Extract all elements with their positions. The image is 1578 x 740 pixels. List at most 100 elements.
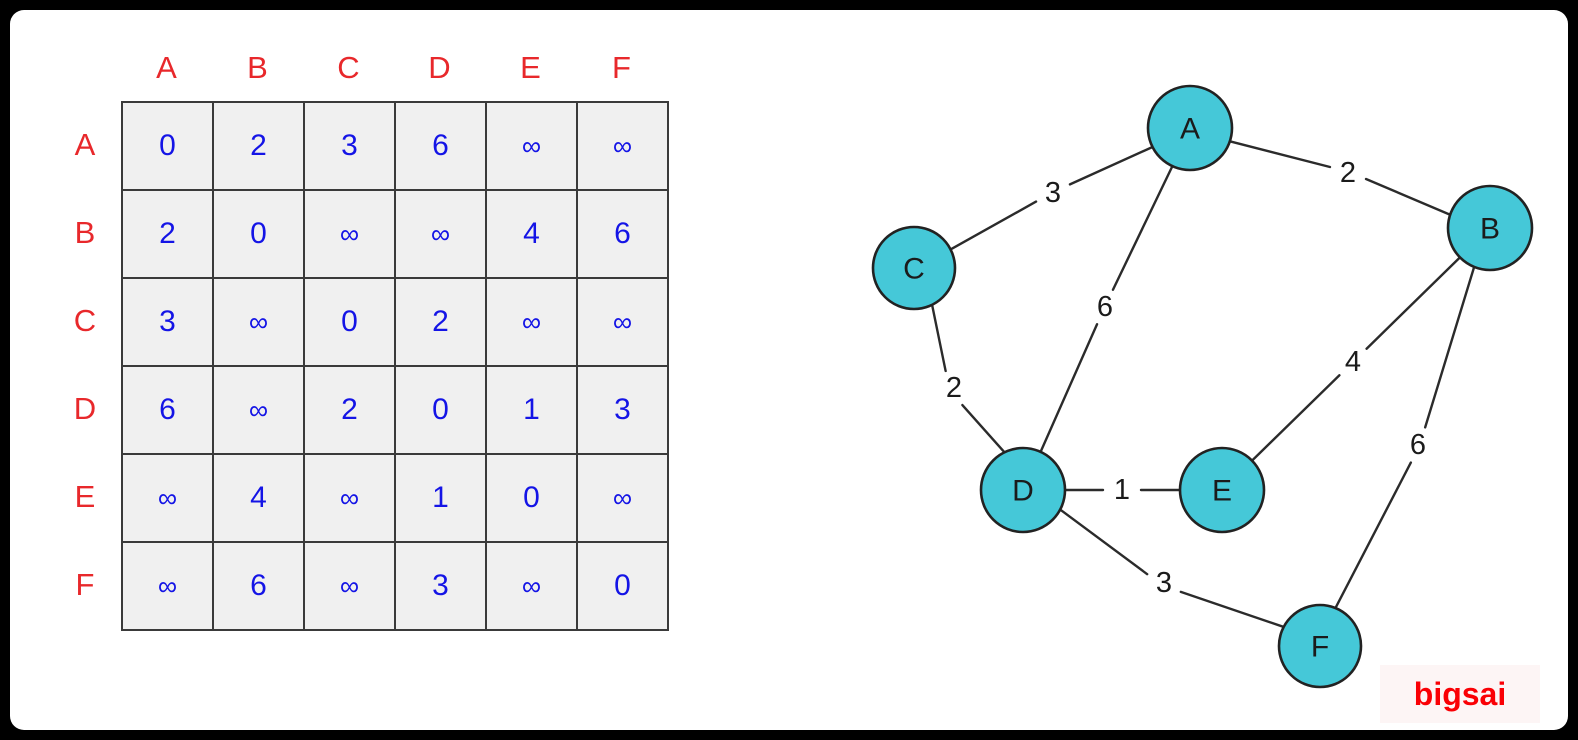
matrix-cell-f-d: 3: [396, 543, 487, 631]
graph-node-d[interactable]: D: [979, 446, 1067, 534]
node-label-a: A: [1180, 113, 1200, 146]
graph-node-c[interactable]: C: [871, 225, 957, 311]
matrix-row-header-c: C: [73, 303, 97, 338]
matrix-cell-c-a: 3: [123, 279, 214, 367]
watermark-backdrop: [1380, 665, 1540, 723]
matrix-col-header-a: A: [156, 50, 177, 85]
matrix-cell-b-c: ∞: [305, 191, 396, 279]
edge-weight-b-f: 6: [1410, 429, 1426, 461]
matrix-cell-c-c: 0: [305, 279, 396, 367]
matrix-cell-c-f: ∞: [578, 279, 669, 367]
matrix-cell-b-f: 6: [578, 191, 669, 279]
matrix-cell-b-a: 2: [123, 191, 214, 279]
edge-weight-c-a: 3: [1045, 177, 1061, 209]
matrix-cell-d-e: 1: [487, 367, 578, 455]
matrix-cell-e-d: 1: [396, 455, 487, 543]
matrix-row-header-b: B: [74, 215, 96, 250]
node-circle-d[interactable]: [979, 446, 1067, 534]
matrix-cell-d-f: 3: [578, 367, 669, 455]
matrix-col-header-e: E: [520, 50, 541, 85]
edge-weight-d-f: 3: [1156, 567, 1172, 599]
matrix-cell-c-d: 2: [396, 279, 487, 367]
matrix-cell-d-c: 2: [305, 367, 396, 455]
matrix-cell-e-f: ∞: [578, 455, 669, 543]
edge-segment: [1111, 164, 1174, 291]
matrix-cell-d-a: 6: [123, 367, 214, 455]
matrix-cell-f-f: 0: [578, 543, 669, 631]
edge-segment: [1228, 140, 1332, 169]
matrix-col-header-f: F: [612, 50, 631, 85]
graph-node-f[interactable]: F: [1277, 603, 1363, 689]
graph-edge-c-a: 3: [949, 145, 1154, 251]
graph-panel: 3 2 6 2 1 4 3 6 A B C D E F: [770, 10, 1568, 730]
node-circle-c[interactable]: [871, 225, 957, 311]
matrix-row-header-d: D: [73, 391, 97, 426]
graph-edge-e-b: 4: [1250, 256, 1462, 462]
matrix-cell-d-d: 0: [396, 367, 487, 455]
graph-edge-b-f: 6: [1334, 265, 1476, 610]
node-label-d: D: [1012, 475, 1034, 508]
edge-segment: [1179, 590, 1285, 629]
matrix-cell-e-c: ∞: [305, 455, 396, 543]
graph-edge-d-f: 3: [1058, 508, 1285, 629]
node-label-c: C: [903, 253, 925, 286]
matrix-col-header-d: D: [428, 50, 451, 85]
matrix-cell-f-c: ∞: [305, 543, 396, 631]
matrix-cell-c-b: ∞: [214, 279, 305, 367]
graph-edge-a-b: 2: [1228, 140, 1452, 216]
matrix-col-header-b: B: [247, 50, 268, 85]
graph-edge-a-d: 6: [1039, 164, 1174, 454]
matrix-cell-b-b: 0: [214, 191, 305, 279]
edge-segment: [1058, 508, 1149, 576]
matrix-row-header-e: E: [74, 479, 96, 514]
edge-segment: [949, 200, 1038, 251]
matrix-row-header-a: A: [74, 127, 96, 162]
edge-segment: [1423, 265, 1476, 429]
edge-weight-a-b: 2: [1340, 157, 1356, 189]
matrix-cell-a-b: 2: [214, 103, 305, 191]
edge-segment: [1039, 323, 1099, 454]
node-circle-a[interactable]: [1146, 84, 1234, 172]
edge-segment: [1365, 256, 1462, 350]
graph-edge-c-d: 2: [930, 303, 1006, 454]
node-label-b: B: [1480, 213, 1500, 246]
matrix-cell-a-c: 3: [305, 103, 396, 191]
graph-edge-d-e: 1: [1063, 474, 1182, 506]
watermark-label: bigsai: [1413, 676, 1507, 712]
matrix-cell-f-e: ∞: [487, 543, 578, 631]
graph-node-e[interactable]: E: [1178, 446, 1266, 534]
edge-segment: [1364, 177, 1452, 216]
matrix-cell-c-e: ∞: [487, 279, 578, 367]
matrix-col-header-c: C: [337, 50, 360, 85]
edge-weight-c-d: 2: [946, 372, 962, 404]
graph-node-a[interactable]: A: [1146, 84, 1234, 172]
node-circle-e[interactable]: [1178, 446, 1266, 534]
edge-segment: [1250, 374, 1341, 462]
edge-weight-e-b: 4: [1345, 346, 1361, 378]
matrix-row: ∞6∞3∞0: [123, 543, 669, 631]
matrix-cell-e-e: 0: [487, 455, 578, 543]
graph-diagram: 3 2 6 2 1 4 3 6 A B C D E F: [871, 84, 1534, 689]
matrix-cell-e-a: ∞: [123, 455, 214, 543]
matrix-cell-f-a: ∞: [123, 543, 214, 631]
edge-segment: [1068, 145, 1154, 186]
node-circle-f[interactable]: [1277, 603, 1363, 689]
edge-weight-a-d: 6: [1097, 291, 1113, 323]
matrix-cell-a-d: 6: [396, 103, 487, 191]
matrix-cell-b-e: 4: [487, 191, 578, 279]
node-label-e: E: [1212, 475, 1232, 508]
matrix-cell-b-d: ∞: [396, 191, 487, 279]
matrix-cell-a-f: ∞: [578, 103, 669, 191]
edge-segment: [1334, 461, 1413, 610]
node-circle-b[interactable]: [1446, 184, 1534, 272]
matrix-cell-a-a: 0: [123, 103, 214, 191]
graph-node-b[interactable]: B: [1446, 184, 1534, 272]
